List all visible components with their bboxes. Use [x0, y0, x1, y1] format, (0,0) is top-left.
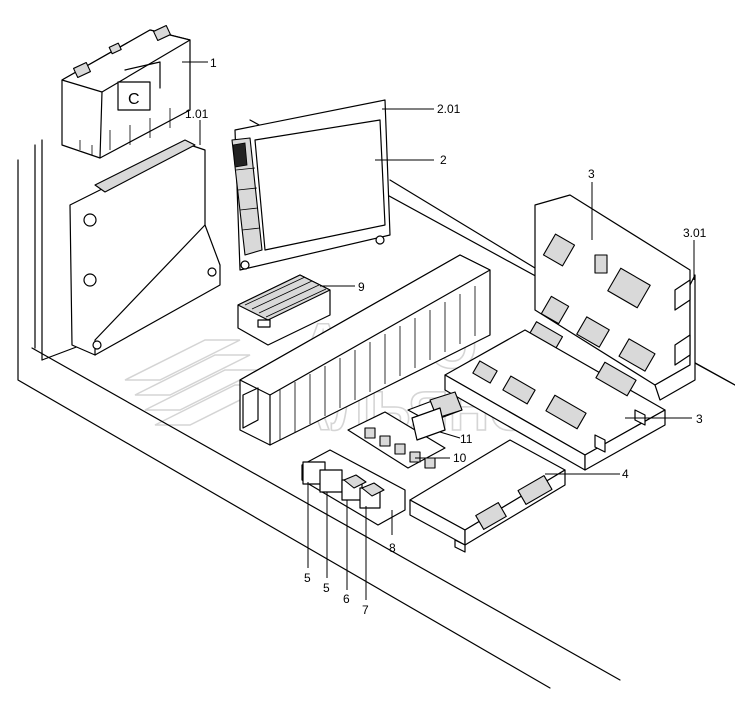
control-unit-box[interactable] [409, 439, 566, 553]
callout-labels: 1 1.01 2.01 2 3 3.01 9 3 11 10 4 8 5 5 6… [185, 56, 707, 617]
callout-11: 11 [460, 432, 473, 446]
callout-4: 4 [622, 467, 629, 481]
control-module-c[interactable]: C [61, 24, 191, 159]
callout-2-01: 2.01 [437, 102, 461, 116]
central-electric-board[interactable] [526, 194, 696, 401]
mounting-bracket-plate[interactable] [69, 139, 221, 356]
callout-8: 8 [389, 541, 396, 555]
callout-3-lower: 3 [696, 412, 703, 426]
callout-3-top: 3 [588, 167, 595, 181]
callout-5-first: 5 [304, 571, 311, 585]
cable-duct[interactable] [239, 254, 491, 446]
callout-7: 7 [362, 603, 369, 617]
callout-6: 6 [343, 592, 350, 606]
heat-sink-module[interactable] [237, 274, 331, 346]
callout-10: 10 [453, 451, 467, 465]
callout-2: 2 [440, 153, 447, 167]
relay-block[interactable] [301, 449, 406, 526]
relay-board-lower[interactable] [444, 329, 666, 471]
callout-9: 9 [358, 280, 365, 294]
leader-lines [182, 61, 695, 600]
callout-3-01: 3.01 [683, 226, 707, 240]
power-module[interactable] [231, 99, 391, 271]
callout-5-second: 5 [323, 581, 330, 595]
plug-connector[interactable] [407, 391, 463, 441]
relay-strip[interactable] [347, 411, 446, 469]
module-letter: C [128, 91, 140, 108]
callout-1-01: 1.01 [185, 107, 209, 121]
callout-1: 1 [210, 56, 217, 70]
